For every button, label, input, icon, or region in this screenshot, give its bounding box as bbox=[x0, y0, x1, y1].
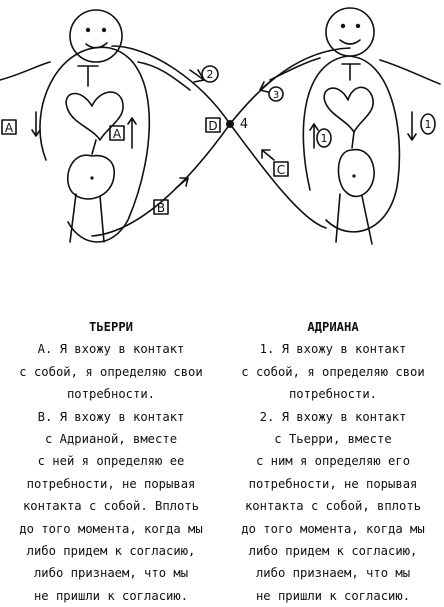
right-neck bbox=[341, 63, 361, 81]
left-name: ТЬЕРРИ bbox=[88, 320, 134, 334]
left-neck bbox=[77, 65, 99, 87]
label-a-outer: A bbox=[5, 121, 14, 135]
right-line: 1. Я вхожу в контакт bbox=[259, 342, 407, 357]
circle-2 bbox=[201, 65, 219, 83]
right-arrow-up bbox=[309, 123, 319, 149]
label-1-inner: 1 bbox=[321, 132, 328, 145]
right-column: АДРИАНА 1. Я вхожу в контакт с собой, я … bbox=[222, 316, 444, 607]
left-line: с собой, я определяю свои bbox=[19, 364, 203, 379]
connection-lines bbox=[91, 45, 351, 237]
label-a-inner: A bbox=[113, 127, 122, 141]
left-line: с Адрианой, вместе bbox=[44, 432, 178, 447]
box-b bbox=[153, 199, 169, 215]
arrow-c bbox=[261, 149, 275, 161]
box-a-inner bbox=[109, 125, 125, 141]
right-line: с ним я определяю его bbox=[255, 454, 411, 469]
label-b: B bbox=[157, 201, 165, 215]
right-arrow-down bbox=[407, 111, 417, 141]
circle-1-inner bbox=[316, 128, 332, 148]
left-head bbox=[69, 9, 123, 63]
left-arms bbox=[0, 61, 191, 91]
communication-diagram: A A B C D 2 3 1 1 4 bbox=[0, 7, 441, 245]
left-line: В. Я вхожу в контакт bbox=[37, 409, 185, 424]
right-leg bbox=[335, 193, 341, 243]
diagram-labels: A A B C D 2 3 1 1 4 bbox=[1, 65, 436, 215]
box-c bbox=[273, 161, 289, 177]
left-line: не пришли к согласию. bbox=[33, 588, 189, 603]
crossing-point bbox=[226, 120, 234, 128]
right-arms bbox=[269, 57, 441, 85]
right-line: контакта с собой, вплоть bbox=[244, 499, 422, 514]
left-eye bbox=[85, 27, 91, 33]
circle-1-outer bbox=[420, 113, 436, 135]
label-2: 2 bbox=[207, 68, 214, 81]
right-figure bbox=[269, 7, 441, 245]
left-eye bbox=[101, 27, 107, 33]
left-line: до того момента, когда мы bbox=[19, 521, 203, 536]
label-4: 4 bbox=[240, 117, 248, 132]
line-bottom-left-to-top-right bbox=[91, 47, 351, 237]
right-heart bbox=[323, 86, 374, 133]
right-neck-belly bbox=[351, 131, 355, 149]
left-line: потребности, не порывая bbox=[26, 476, 196, 491]
right-smile bbox=[339, 39, 361, 45]
right-line: либо признаем, что мы bbox=[255, 566, 411, 581]
right-line: до того момента, когда мы bbox=[241, 521, 425, 536]
left-body-outline bbox=[39, 46, 151, 243]
arrow-3 bbox=[259, 79, 273, 93]
right-eye bbox=[355, 23, 361, 29]
label-c: C bbox=[277, 163, 285, 177]
right-line: с Тьерри, вместе bbox=[274, 432, 392, 447]
label-1-outer: 1 bbox=[425, 118, 432, 131]
label-d: D bbox=[208, 119, 217, 133]
label-3: 3 bbox=[273, 90, 279, 101]
right-leg bbox=[361, 195, 373, 245]
circle-3 bbox=[268, 86, 284, 102]
left-arrow-down bbox=[31, 111, 41, 137]
right-eye bbox=[340, 23, 346, 29]
right-line: 2. Я вхожу в контакт bbox=[259, 409, 407, 424]
right-line: потребности, не порывая bbox=[248, 476, 418, 491]
arrow-b bbox=[175, 177, 189, 189]
right-belly bbox=[337, 148, 375, 198]
line-top-left-to-bottom-right bbox=[111, 45, 327, 229]
right-line: не пришли к согласию. bbox=[255, 588, 411, 603]
right-line: потребности. bbox=[288, 387, 378, 402]
left-heart bbox=[65, 91, 124, 141]
left-line: либо придем к согласию, bbox=[26, 544, 196, 559]
right-line: либо придем к согласию, bbox=[248, 544, 418, 559]
left-line: потребности. bbox=[66, 387, 156, 402]
left-line: А. Я вхожу в контакт bbox=[37, 342, 185, 357]
left-leg bbox=[69, 193, 77, 243]
box-d bbox=[205, 117, 221, 133]
left-line: либо признаем, что мы bbox=[33, 566, 189, 581]
right-name: АДРИАНА bbox=[307, 320, 359, 334]
left-line: контакта с собой. Вплоть bbox=[22, 499, 200, 514]
right-navel bbox=[352, 174, 356, 178]
left-column: ТЬЕРРИ А. Я вхожу в контакт с собой, я о… bbox=[0, 316, 222, 607]
left-arrow-up bbox=[127, 117, 137, 149]
right-body-outline bbox=[302, 55, 401, 233]
right-line: с собой, я определяю свои bbox=[241, 364, 425, 379]
left-neck-belly bbox=[91, 139, 97, 155]
left-navel bbox=[90, 176, 94, 180]
box-a-outer bbox=[1, 119, 17, 135]
left-figure bbox=[0, 9, 191, 243]
left-line: с ней я определяю ее bbox=[37, 454, 185, 469]
left-belly bbox=[67, 154, 115, 200]
